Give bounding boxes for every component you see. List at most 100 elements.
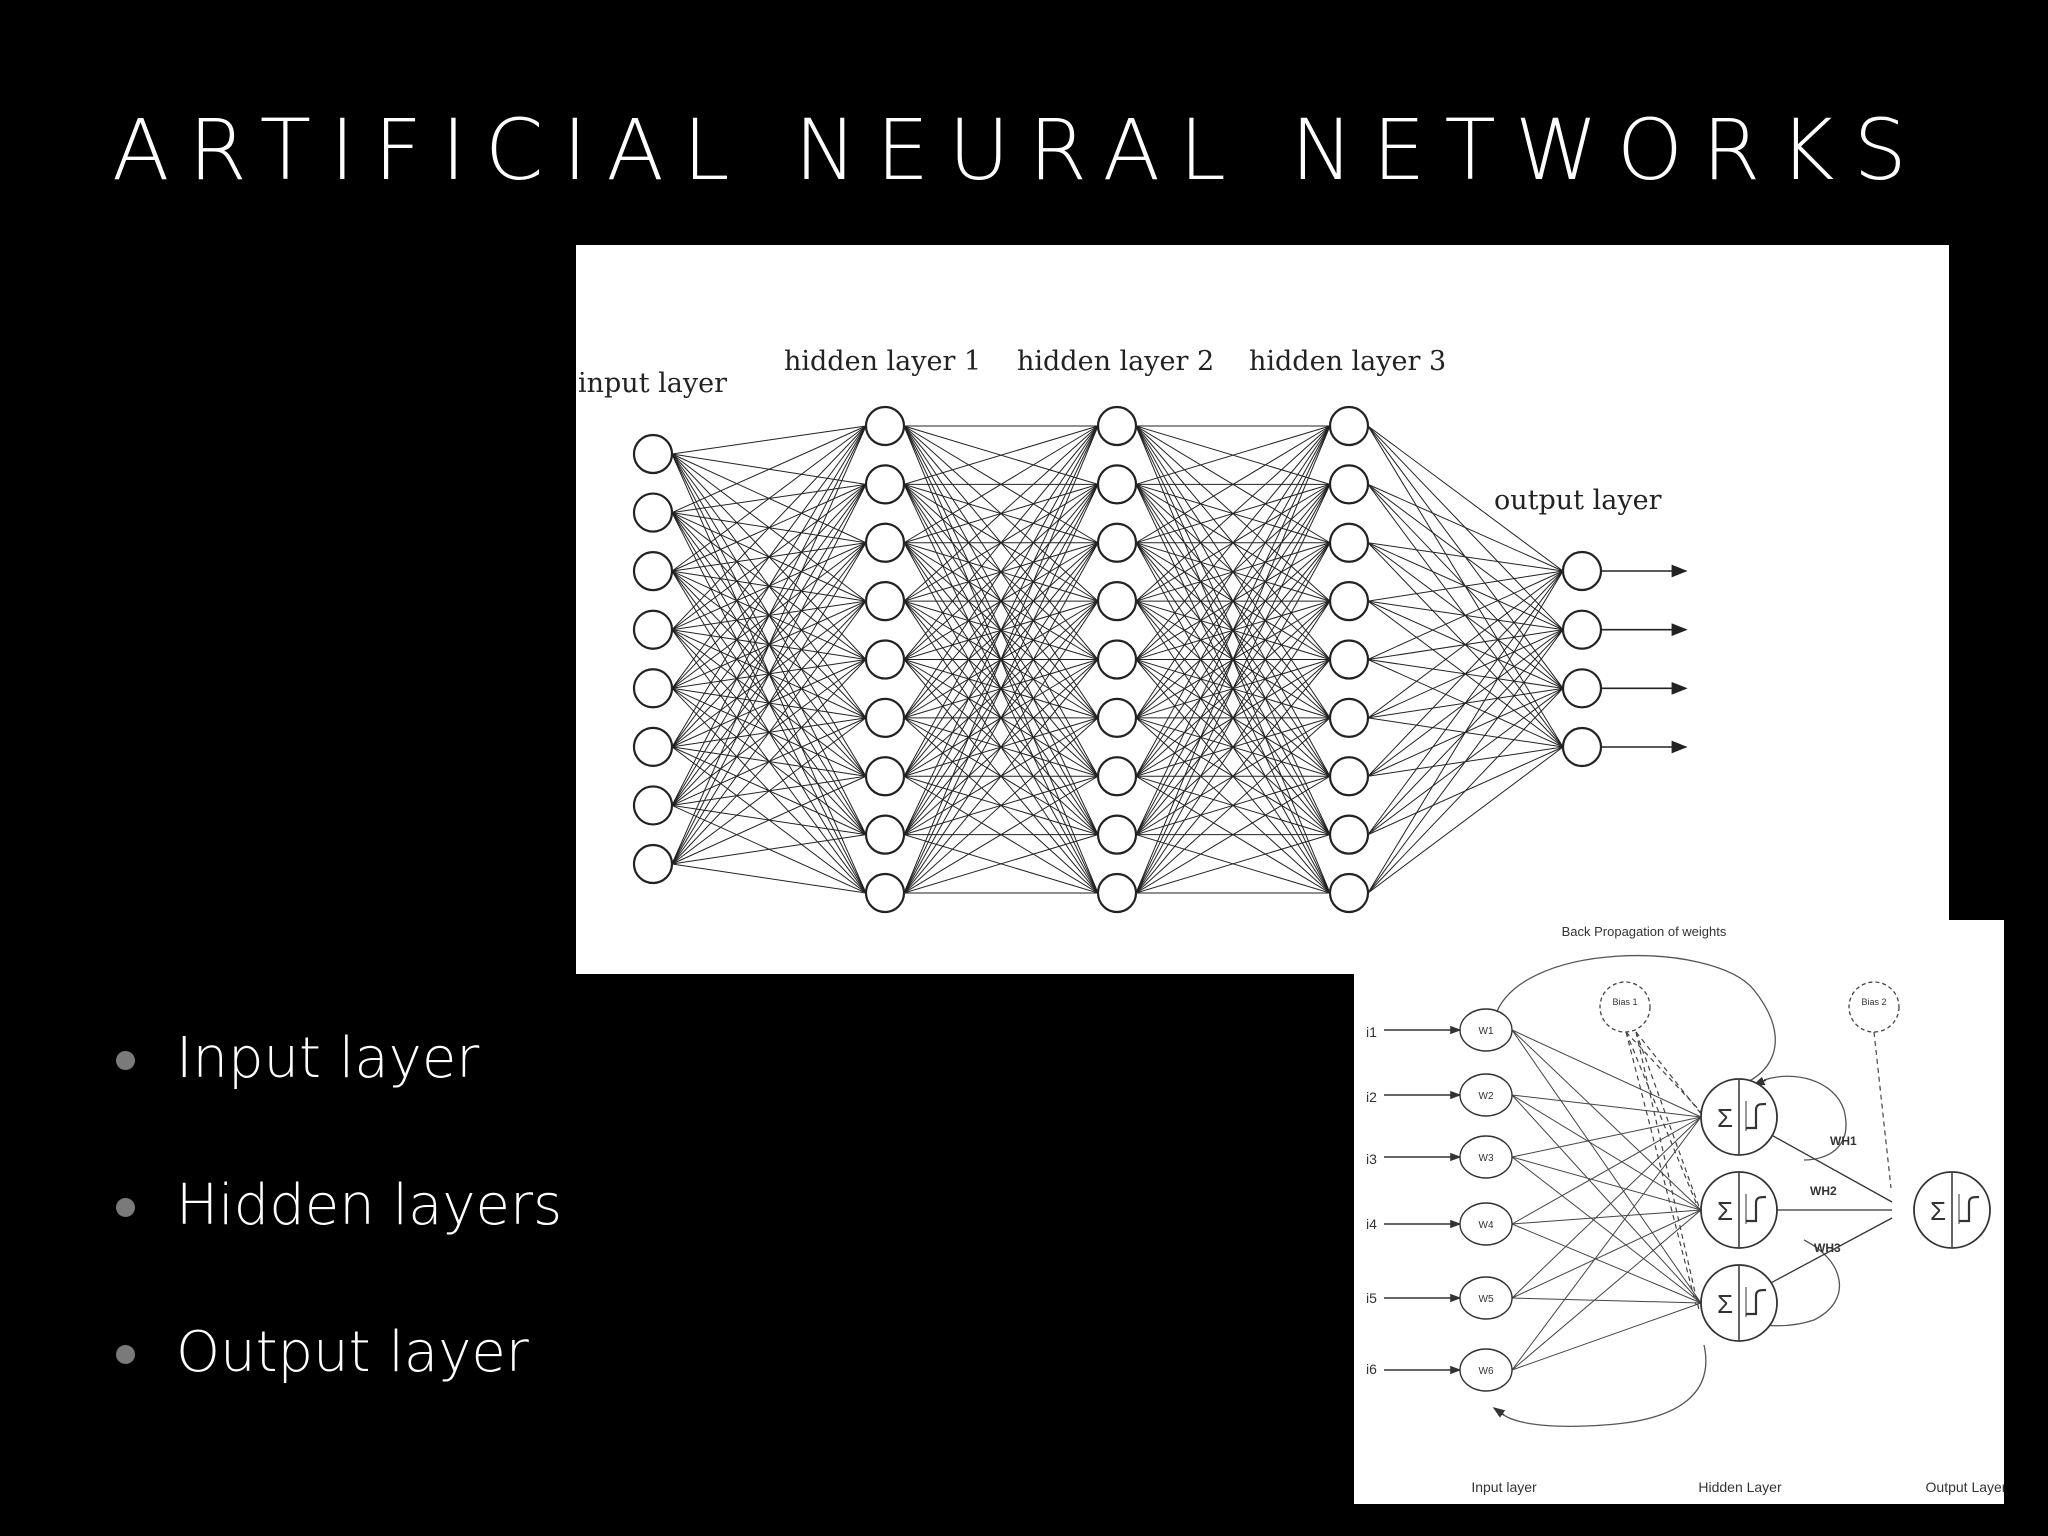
input-hidden-line [1511,1223,1702,1304]
connection-line [903,717,1099,894]
input-neurons [1459,1008,1513,1392]
connection-line [671,425,867,514]
connection-line [671,425,867,748]
connection-line [903,425,1099,660]
connection-line [1135,659,1331,894]
neuron-node [1561,668,1603,709]
connection-line [1367,746,1564,894]
input-label: i6 [1366,1361,1377,1377]
input-weight-label: W5 [1479,1294,1494,1305]
neuron-node [864,639,906,680]
hidden-neuron [1700,1078,1778,1156]
slide-title: ARTIFICIAL NEURAL NETWORKS [112,101,1926,199]
summation-symbol: Σ [1717,1196,1733,1226]
neuron-node [1328,872,1370,914]
neuron-node [1096,464,1138,505]
connection-line [1367,570,1564,719]
neuron-node [864,581,906,622]
bullet-text: Output layer [176,1320,529,1385]
connection-line [903,834,1099,894]
neuron-node [864,522,906,563]
input-weight-label: W6 [1479,1366,1494,1377]
connection-line [1135,425,1331,719]
neuron-node [864,464,906,505]
output-neuron [1913,1171,1991,1249]
neuron-node [1096,756,1138,797]
input-hidden-line [1511,1209,1702,1371]
bias-node [1599,981,1651,1033]
connection-line [1135,425,1331,835]
input-hidden-line [1511,1297,1702,1304]
neuron-node [864,697,906,738]
neuron-node [1328,464,1370,505]
connection-line [1367,570,1564,777]
connection-line [903,425,1099,894]
connection-line [671,425,867,689]
bullet-item: Input layer [110,1020,562,1167]
neuron-node [1328,405,1370,447]
connection-line [1135,425,1331,660]
connection-line [671,834,867,865]
neuron-node [864,814,906,855]
connection-line [1135,600,1331,894]
connection-line [671,717,867,865]
hidden-output-weight: WH2 [1810,1184,1837,1198]
deep-network-diagram: input layer hidden layer 1 hidden layer … [576,245,1949,974]
input-weight-label: W2 [1479,1091,1494,1102]
neuron-nodes [632,405,1603,914]
summation-symbol: Σ [1930,1196,1946,1226]
hidden-neuron [1700,1264,1778,1342]
connection-line [1135,775,1331,894]
feedback-arrow-bottom [1492,1407,1506,1418]
neuron-node [1328,522,1370,563]
bullet-dot [116,1198,135,1217]
bullet-list: Input layer Hidden layers Output layer [110,1020,562,1461]
bullet-text: Input layer [176,1026,480,1091]
neuron-node [1561,726,1603,768]
bullet-item: Hidden layers [110,1167,562,1314]
neuron-node [1328,581,1370,622]
connection-line [1135,834,1331,894]
feedback-curve-top [1493,955,1776,1091]
connection-line [903,425,1099,602]
connection-line [671,775,867,865]
connection-line [903,484,1099,894]
hidden-output-weight: WH3 [1814,1241,1841,1255]
input-layer-label: input layer [578,368,727,399]
connection-line [671,425,867,455]
summation-symbol: Σ [1717,1289,1733,1319]
input-arrows [1384,1025,1462,1375]
input-hidden-line [1511,1209,1702,1225]
neuron-node [632,492,674,533]
connection-line [903,425,1099,835]
hidden-output-weight: WH1 [1830,1134,1857,1148]
input-hidden-line [1511,1116,1702,1225]
layer-label: Output Layer [1926,1479,2004,1495]
input-label: i3 [1366,1151,1377,1167]
input-hidden-line [1511,1209,1702,1299]
neuron-node [632,668,674,709]
neuron-node [864,756,906,797]
input-hidden-line [1511,1029,1702,1118]
connection-line [1135,425,1331,894]
deep-network-svg: input layer hidden layer 1 hidden layer … [578,346,1688,914]
connection-line [671,484,867,865]
connection-line [1367,570,1564,602]
neuron-node [1561,550,1603,592]
output-layer-label: output layer [1494,485,1662,516]
connection-line [903,659,1099,894]
neuron-node [632,843,674,885]
connection-line [1135,425,1331,602]
bias-node [1848,981,1900,1033]
neuron-node [1096,639,1138,680]
connection-line [903,425,1099,719]
connection-line [1135,542,1331,894]
input-weight-label: W1 [1479,1026,1494,1037]
neuron-node [1328,639,1370,680]
neuron-node [864,405,906,447]
neuron-node [632,551,674,592]
neuron-node [1096,872,1138,914]
connection-line [903,425,1099,485]
bullet-item: Output layer [110,1314,562,1461]
neuron-node [1096,522,1138,563]
